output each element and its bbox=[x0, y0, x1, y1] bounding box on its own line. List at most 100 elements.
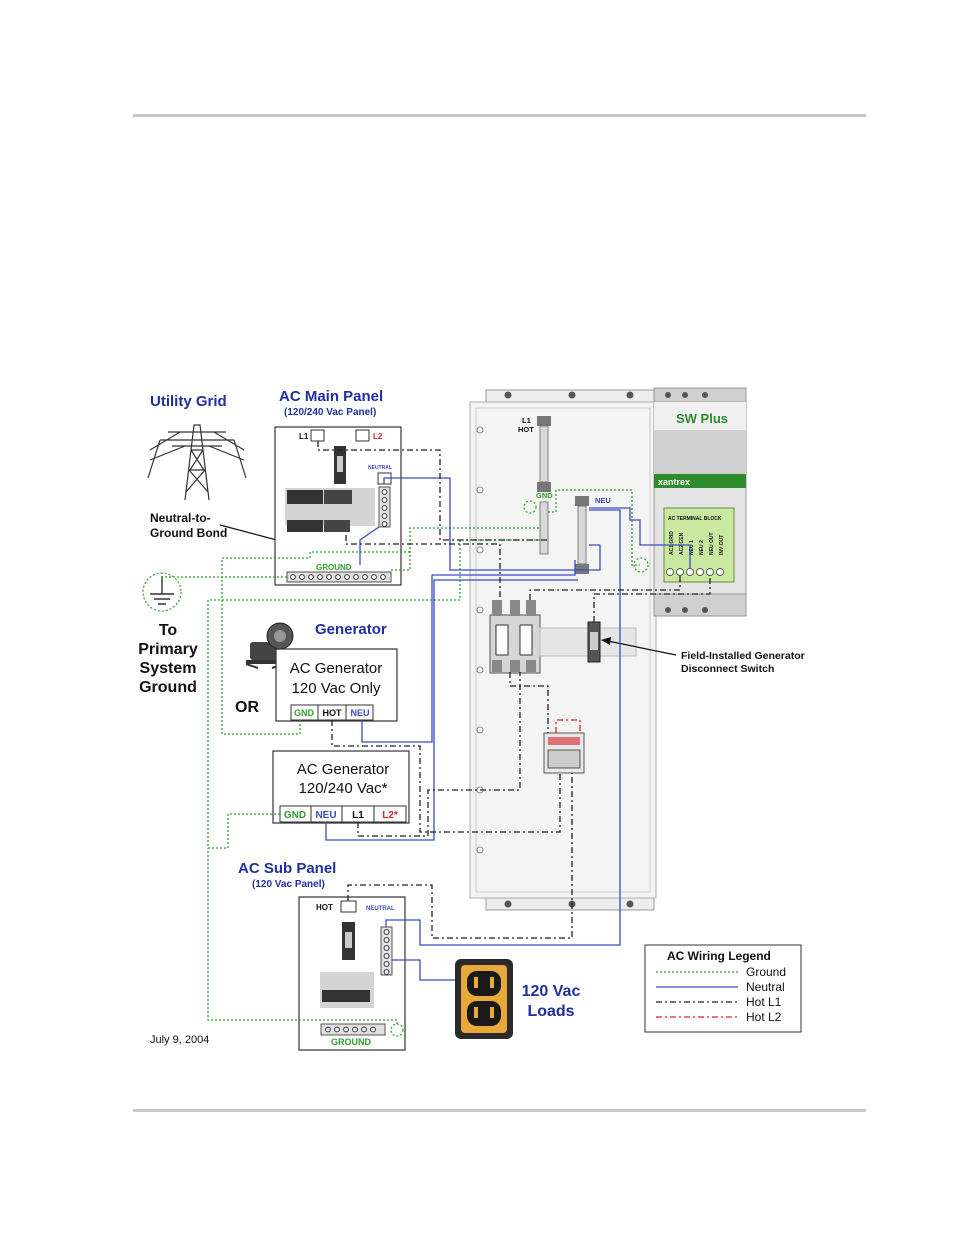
main-panel-subtitle: (120/240 Vac Panel) bbox=[284, 407, 376, 418]
ground-wire-main-to-earth bbox=[161, 573, 287, 578]
inverter-ground-lug bbox=[633, 557, 649, 573]
main-panel-title: AC Main Panel bbox=[279, 388, 383, 405]
gen2-gnd-terminal: GND bbox=[284, 810, 306, 821]
sub-branch-breaker bbox=[320, 972, 374, 1008]
loads-label-line1: 120 Vac bbox=[522, 983, 581, 1000]
legend-label-neutral: Neutral bbox=[746, 980, 785, 994]
gen2-name-line1: AC Generator bbox=[297, 761, 390, 778]
main-l2-terminal bbox=[355, 429, 370, 442]
neutral-busbar bbox=[575, 496, 589, 574]
gen2-neu-terminal: NEU bbox=[315, 810, 336, 821]
diagram-date: July 9, 2004 bbox=[150, 1034, 209, 1046]
inv-neu-label: NEU bbox=[595, 496, 611, 505]
main-neutral-bus bbox=[378, 486, 391, 528]
ground-wire-main-to-inverter-bus bbox=[391, 527, 540, 571]
gen2-name-line2: 120/240 Vac* bbox=[299, 780, 388, 797]
primary-ground-line3: System bbox=[140, 660, 197, 677]
small-breaker-block bbox=[543, 732, 585, 774]
hot-wire-main-branch bbox=[345, 535, 501, 600]
primary-ground-line2: Primary bbox=[138, 641, 198, 658]
hot-wire-main-to-bus bbox=[317, 441, 548, 541]
terminal-neu-1: NEU 1 bbox=[689, 540, 695, 555]
disconnect-label-line2: Disconnect Switch bbox=[681, 663, 774, 675]
bond-label-line2: Ground Bond bbox=[150, 526, 227, 540]
branch-breakers bbox=[285, 488, 375, 532]
legend-label-hot-l1: Hot L1 bbox=[746, 995, 782, 1009]
hot-wire-disconnect bbox=[593, 576, 711, 622]
ground-busbar bbox=[523, 500, 549, 555]
earth-ground-icon bbox=[142, 572, 182, 612]
gen2-l1-terminal: L1 bbox=[352, 810, 364, 821]
generator-breaker-assembly bbox=[489, 600, 541, 674]
neutral-wire-gen2 bbox=[325, 579, 578, 841]
hot-wire-breaker-loop bbox=[509, 672, 549, 733]
sub-neutral-label: NEUTRAL bbox=[366, 906, 395, 912]
inv-gnd-label: GND bbox=[536, 491, 553, 500]
primary-ground-line1: To bbox=[159, 622, 178, 639]
sub-breaker-handle bbox=[345, 932, 352, 948]
main-ground-label: GROUND bbox=[316, 563, 352, 572]
or-label: OR bbox=[235, 699, 259, 716]
disconnect-arrowhead bbox=[601, 637, 611, 645]
gen1-gnd-terminal: GND bbox=[294, 708, 315, 718]
bottom-rule bbox=[133, 1109, 866, 1112]
inv-l1-hot-label-2: HOT bbox=[518, 425, 534, 434]
sub-ground-bus bbox=[320, 1023, 386, 1036]
sub-ground-label: GROUND bbox=[331, 1037, 371, 1047]
gen2-l2-terminal: L2* bbox=[382, 810, 398, 821]
hot-l1-wires bbox=[317, 441, 711, 939]
primary-ground-line4: Ground bbox=[139, 679, 197, 696]
inv-l1-hot-label-1: L1 bbox=[522, 416, 531, 425]
xantrex-logo-text: xantrex bbox=[658, 477, 690, 487]
neutral-wire-sub-to-bus bbox=[385, 509, 621, 946]
terminal-block-label: AC TERMINAL BLOCK bbox=[668, 516, 722, 522]
loads-label-line2: Loads bbox=[527, 1003, 574, 1020]
ground-wire-gen2 bbox=[207, 539, 540, 849]
hot-wire-gen1 bbox=[331, 720, 561, 833]
sub-panel-title: AC Sub Panel bbox=[238, 860, 336, 877]
plate-screw-icons bbox=[504, 391, 634, 908]
neutral-wire-main-bond bbox=[359, 526, 380, 565]
main-neutral-label: NEUTRAL bbox=[368, 465, 392, 471]
sub-hot-label: HOT bbox=[316, 903, 333, 912]
main-ground-bus bbox=[286, 571, 392, 583]
main-breaker-handle bbox=[337, 456, 343, 472]
neutral-wire-gen1 bbox=[361, 560, 576, 743]
hot-wire-gen2 bbox=[357, 672, 521, 837]
hot-l2-wire-breaker bbox=[555, 719, 581, 733]
terminal-neu-out: NEU OUT bbox=[709, 533, 715, 556]
bond-label-line1: Neutral-to- bbox=[150, 511, 211, 525]
legend-label-hot-l2: Hot L2 bbox=[746, 1010, 782, 1024]
neutral-wire-sub-loads bbox=[392, 959, 455, 981]
terminal-ac1-grid: AC1 GRID bbox=[669, 531, 675, 555]
gen1-hot-terminal: HOT bbox=[323, 708, 343, 718]
main-panel-l2: L2 bbox=[373, 432, 383, 441]
ground-wire-bus-to-inverter bbox=[548, 489, 640, 566]
legend-title: AC Wiring Legend bbox=[667, 949, 771, 963]
transmission-tower-icon bbox=[147, 424, 247, 501]
main-l1-terminal bbox=[310, 429, 325, 442]
legend-label-ground: Ground bbox=[746, 965, 786, 979]
neutral-wires bbox=[325, 477, 691, 981]
terminal-inv-out: INV OUT bbox=[719, 535, 725, 555]
terminal-ac2-gen: AC2 GEN bbox=[679, 532, 685, 555]
gen1-name-line1: AC Generator bbox=[290, 660, 383, 677]
neutral-wire-main-bus bbox=[383, 477, 601, 571]
sw-plus-label: SW Plus bbox=[676, 411, 728, 426]
terminal-neu-2: NEU 2 bbox=[699, 540, 705, 555]
hot-l2-wires bbox=[555, 719, 581, 733]
hot-wire-sub bbox=[347, 773, 573, 939]
duplex-outlet-icon bbox=[455, 959, 513, 1039]
main-panel-l1: L1 bbox=[299, 432, 309, 441]
generator-title: Generator bbox=[315, 621, 387, 638]
sub-hot-terminal bbox=[340, 900, 357, 913]
gen1-name-line2: 120 Vac Only bbox=[292, 680, 381, 697]
sub-panel-subtitle: (120 Vac Panel) bbox=[252, 879, 325, 890]
disconnect-pointer bbox=[602, 639, 677, 656]
hot-wire-breaker-to-inverter bbox=[529, 576, 681, 600]
ground-wire-gen1 bbox=[221, 551, 410, 735]
sub-neutral-bus bbox=[380, 926, 393, 976]
ground-wires bbox=[161, 489, 640, 1024]
utility-grid-label: Utility Grid bbox=[150, 393, 227, 410]
